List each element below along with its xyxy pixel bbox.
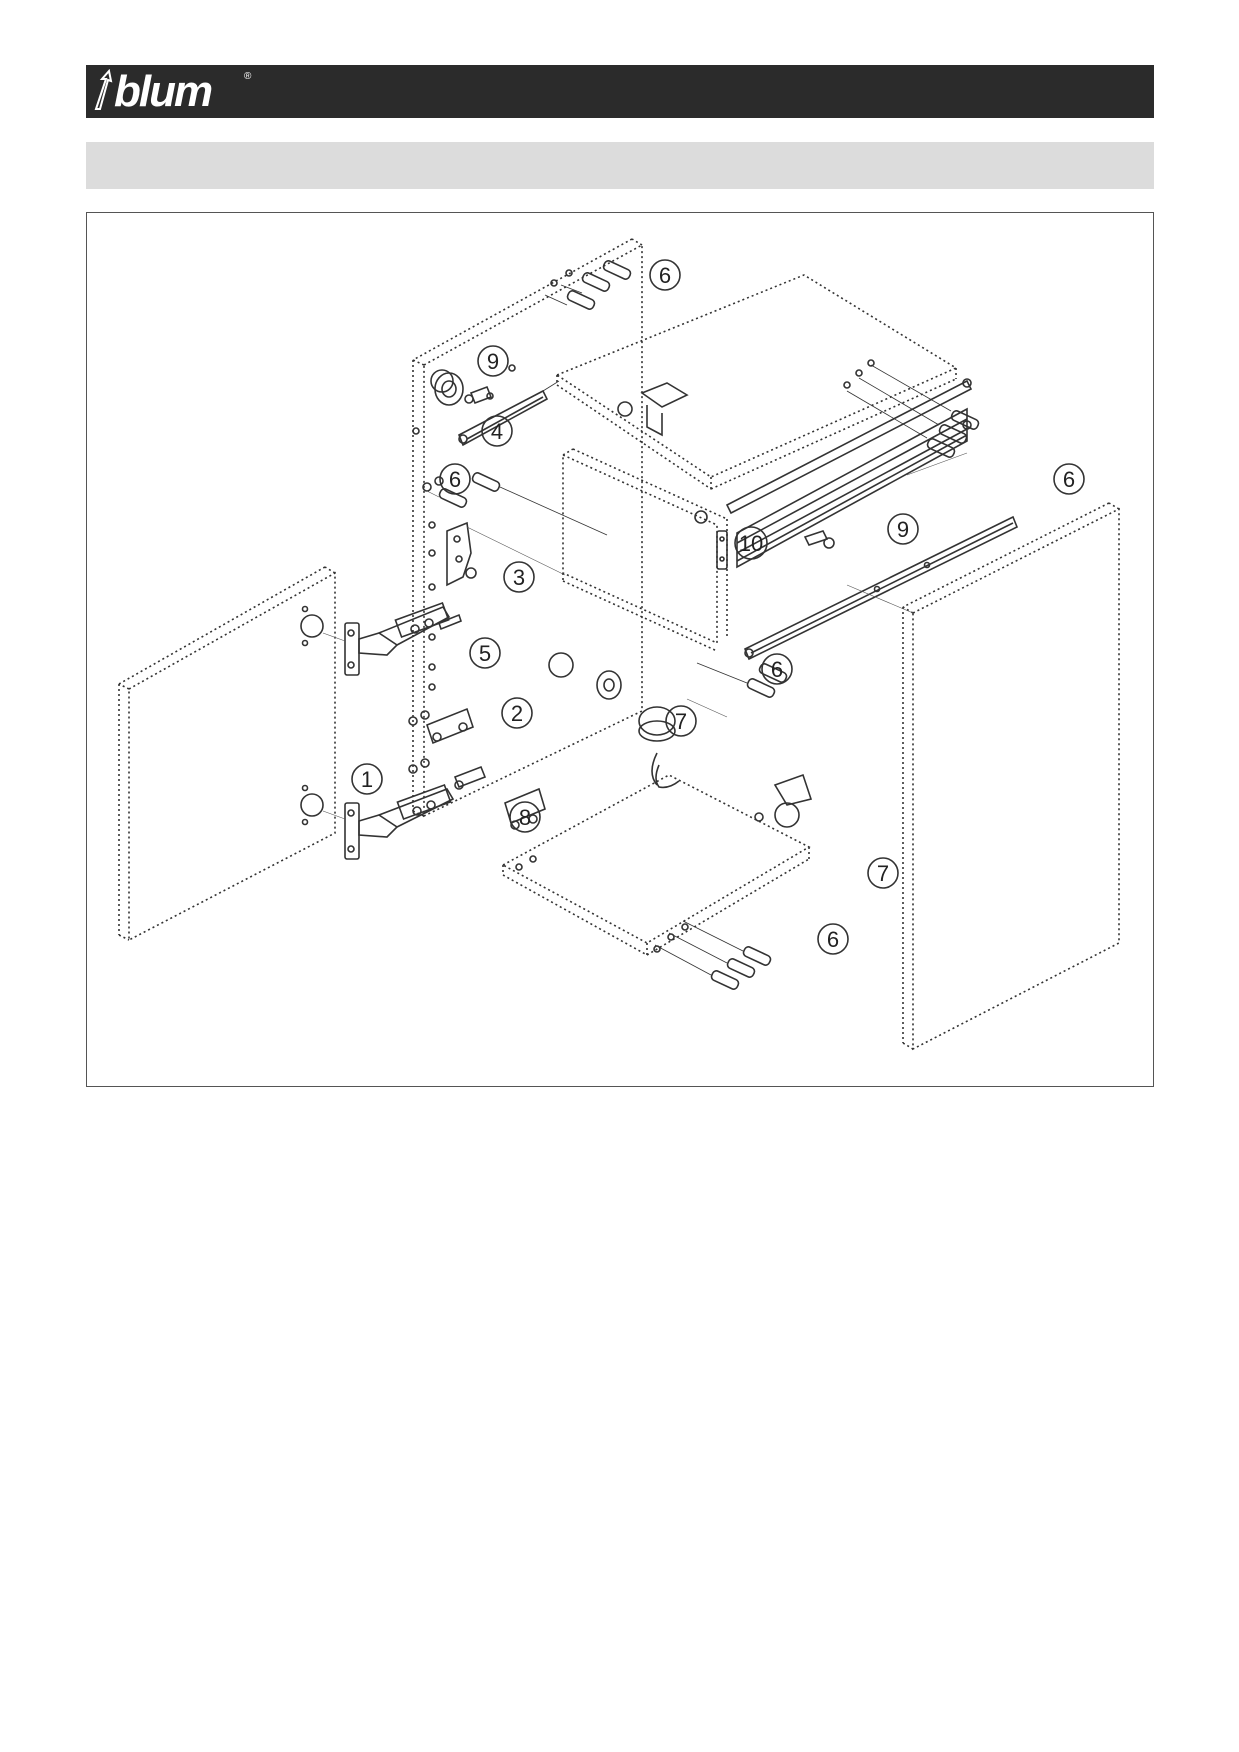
svg-text:7: 7 xyxy=(675,709,687,734)
dowels-middle xyxy=(696,662,788,698)
diagram-drawing: 6 9 4 6 6 3 10 9 xyxy=(118,238,1120,1051)
side-panel-holes xyxy=(408,269,573,774)
dowels-left xyxy=(438,472,608,536)
drawer-front xyxy=(562,448,728,652)
svg-text:8: 8 xyxy=(519,805,531,830)
header-bar: blum ® xyxy=(86,65,1154,118)
clip-plate xyxy=(426,707,474,745)
svg-text:3: 3 xyxy=(513,565,525,590)
svg-text:4: 4 xyxy=(491,419,503,444)
callout-6-top: 6 xyxy=(649,259,681,291)
callout-9-right: 9 xyxy=(887,513,919,545)
logo-arrow-icon xyxy=(94,69,113,110)
svg-text:6: 6 xyxy=(449,467,461,492)
callout-10: 10 xyxy=(734,526,768,560)
bottom-panel-holes xyxy=(515,764,689,953)
svg-text:6: 6 xyxy=(1063,467,1075,492)
svg-text:1: 1 xyxy=(361,767,373,792)
svg-text:6: 6 xyxy=(827,927,839,952)
callout-7-bottom: 7 xyxy=(867,857,899,889)
callout-6-bottom: 6 xyxy=(817,923,849,955)
exploded-assembly-diagram: 6 9 4 6 6 3 10 9 xyxy=(86,212,1154,1087)
right-side-panel xyxy=(902,502,1120,1051)
svg-text:2: 2 xyxy=(511,701,523,726)
svg-text:9: 9 xyxy=(487,349,499,374)
drawer-rear-parts xyxy=(617,382,689,437)
shelf-support xyxy=(453,765,546,830)
callout-7-middle: 7 xyxy=(665,705,697,737)
logo-wordmark: blum xyxy=(114,67,213,116)
svg-text:9: 9 xyxy=(897,517,909,542)
top-panel-holes xyxy=(843,359,875,389)
runner-left xyxy=(457,380,560,447)
registered-mark: ® xyxy=(244,71,252,82)
top-panel xyxy=(555,274,958,490)
blum-logo: blum ® xyxy=(92,67,262,116)
subheader-bar xyxy=(86,142,1154,189)
cam-fitting-middle xyxy=(548,652,676,786)
callout-3: 3 xyxy=(503,561,535,593)
callout-6-middle: 6 xyxy=(761,653,793,685)
door-panel xyxy=(118,566,336,942)
callout-8: 8 xyxy=(509,801,541,833)
callout-6-left: 6 xyxy=(439,463,471,495)
dowels-top xyxy=(544,260,632,310)
callout-4: 4 xyxy=(481,415,513,447)
screw xyxy=(438,613,462,631)
connector-bolt-right xyxy=(803,530,835,549)
connector-cam-upper xyxy=(434,372,493,406)
svg-text:5: 5 xyxy=(479,641,491,666)
callout-9-top: 9 xyxy=(477,345,509,377)
svg-text:6: 6 xyxy=(771,657,783,682)
door-hinge-cups xyxy=(300,605,324,826)
svg-text:7: 7 xyxy=(877,861,889,886)
drawer-side-profile xyxy=(725,378,973,569)
runner-right xyxy=(743,515,1019,661)
cam-fitting-bottom xyxy=(754,773,813,828)
bottom-panel xyxy=(501,774,811,956)
callout-6-right-top: 6 xyxy=(1053,463,1085,495)
hinge-upper xyxy=(344,601,451,676)
svg-text:6: 6 xyxy=(659,263,671,288)
hinge-lower xyxy=(344,783,455,860)
left-side-panel xyxy=(412,238,643,818)
callout-5: 5 xyxy=(469,637,501,669)
callout-1: 1 xyxy=(351,763,383,795)
mounting-plate xyxy=(446,521,477,587)
dowels-bottom xyxy=(654,920,772,990)
leader-lines xyxy=(322,452,968,820)
callout-2: 2 xyxy=(501,697,533,729)
drawer-front-bracket xyxy=(694,510,728,570)
svg-text:10: 10 xyxy=(739,531,763,556)
